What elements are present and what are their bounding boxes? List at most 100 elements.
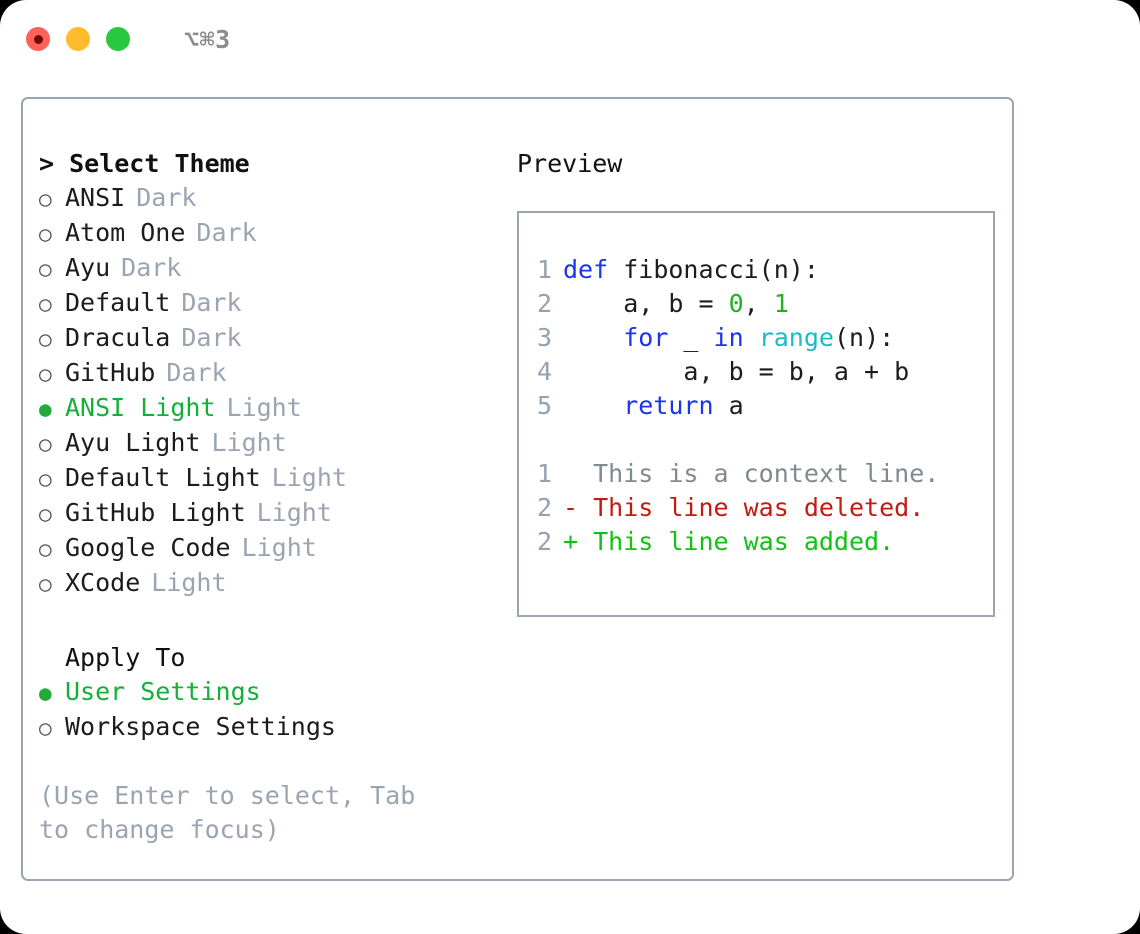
radio-unselected-icon: ○ [39,572,52,596]
diff-line-number: 2 [536,527,552,556]
theme-item-kind-badge: Light [151,568,227,597]
code-line: 4 a, b = b, a + b [529,355,993,389]
radio-unselected-icon: ○ [39,327,52,351]
theme-item-ayu[interactable]: ○ Ayu Dark [39,251,491,286]
apply-to-item-label: User Settings [65,677,261,706]
theme-item-kind-badge: Dark [121,253,182,282]
diff-marker: + [563,527,579,556]
code-token-plain: a, b = b, a + b [563,357,910,386]
theme-item-ansi[interactable]: ○ ANSI Dark [39,181,491,216]
code-token-plain [563,323,623,352]
help-text: (Use Enter to select, Tab to change focu… [39,781,431,844]
theme-item-atom-one[interactable]: ○ Atom One Dark [39,216,491,251]
diff-line-context: 1 This is a context line. [529,457,993,491]
title-bar: ⌥⌘3 [0,0,1140,78]
theme-item-kind-badge: Dark [181,288,242,317]
apply-to-heading: Apply To [65,643,186,672]
theme-item-kind-badge: Dark [196,218,257,247]
theme-item-default[interactable]: ○ Default Dark [39,286,491,321]
theme-item-label: Atom One [65,218,186,247]
theme-item-kind-badge: Light [211,428,287,457]
code-line-number: 3 [536,323,552,352]
radio-unselected-icon: ○ [39,716,52,740]
code-line-text: def fibonacci(n): [563,253,819,287]
radio-unselected-icon: ○ [39,292,52,316]
code-token-plain: fibonacci(n): [623,255,819,284]
diff-marker: - [563,493,579,522]
theme-item-ansi-light[interactable]: ● ANSI Light Light [39,391,491,426]
radio-unselected-icon: ○ [39,432,52,456]
apply-to-item-label: Workspace Settings [65,712,336,741]
diff-line-number: 1 [536,459,552,488]
theme-item-ayu-light[interactable]: ○ Ayu Light Light [39,426,491,461]
code-line: 3 for _ in range(n): [529,321,993,355]
theme-item-kind-badge: Dark [136,183,197,212]
theme-item-label: GitHub [65,358,156,387]
maximize-button[interactable] [106,27,130,51]
theme-item-label: Google Code [65,533,231,562]
theme-item-kind-badge: Light [226,393,302,422]
code-line-text: for _ in range(n): [563,321,894,355]
theme-item-label: ANSI [65,183,126,212]
code-token-kw: for [623,323,669,352]
code-token-plain: (n): [833,323,895,352]
diff-marker [563,457,578,491]
theme-item-label: Dracula [65,323,171,352]
preview-heading: Preview [517,149,623,178]
code-token-plain: a, b = [563,289,729,318]
diff-block: 1 This is a context line.2- This line wa… [529,457,993,559]
code-line-text: a, b = 0, 1 [563,287,789,321]
theme-item-kind-badge: Light [256,498,332,527]
diff-line-number: 2 [536,493,552,522]
code-token-plain [744,323,759,352]
theme-item-kind-badge: Dark [181,323,242,352]
diff-line-text: This is a context line. [578,459,940,488]
theme-item-label: Ayu [65,253,111,282]
theme-item-kind-badge: Light [271,463,347,492]
code-line-text: return a [563,389,743,423]
code-token-kw: return [623,391,714,420]
diff-line-text: This line was deleted. [578,493,925,522]
code-line-number: 1 [536,255,552,284]
radio-unselected-icon: ○ [39,257,52,281]
code-line: 1 def fibonacci(n): [529,253,993,287]
radio-unselected-icon: ○ [39,537,52,561]
code-line-number: 4 [536,357,552,386]
code-token-plain: _ [668,323,714,352]
apply-to-item-user-settings[interactable]: ● User Settings [39,675,491,710]
radio-selected-icon: ● [39,397,52,421]
apply-to-list: ● User Settings ○ Workspace Settings [39,675,491,745]
theme-item-label: Default [65,288,171,317]
diff-line-text: This line was added. [578,527,895,556]
code-line: 5 return a [529,389,993,423]
radio-unselected-icon: ○ [39,187,52,211]
minimize-button[interactable] [66,27,90,51]
theme-item-label: Default Light [65,463,261,492]
close-button[interactable] [26,27,50,51]
apply-to-item-workspace-settings[interactable]: ○ Workspace Settings [39,710,491,745]
theme-item-label: ANSI Light [65,393,216,422]
code-token-num: 1 [773,289,789,318]
theme-item-google-code[interactable]: ○ Google Code Light [39,531,491,566]
code-token-plain: , [743,289,774,318]
theme-item-kind-badge: Light [241,533,317,562]
theme-item-label: Ayu Light [65,428,201,457]
theme-item-dracula[interactable]: ○ Dracula Dark [39,321,491,356]
radio-unselected-icon: ○ [39,222,52,246]
diff-line-add: 2 + This line was added. [529,525,993,559]
code-line-number: 5 [536,391,552,420]
keyboard-shortcut-label: ⌥⌘3 [184,24,231,54]
code-line: 2 a, b = 0, 1 [529,287,993,321]
code-token-num: 0 [728,289,744,318]
radio-selected-icon: ● [39,681,52,705]
radio-unselected-icon: ○ [39,502,52,526]
